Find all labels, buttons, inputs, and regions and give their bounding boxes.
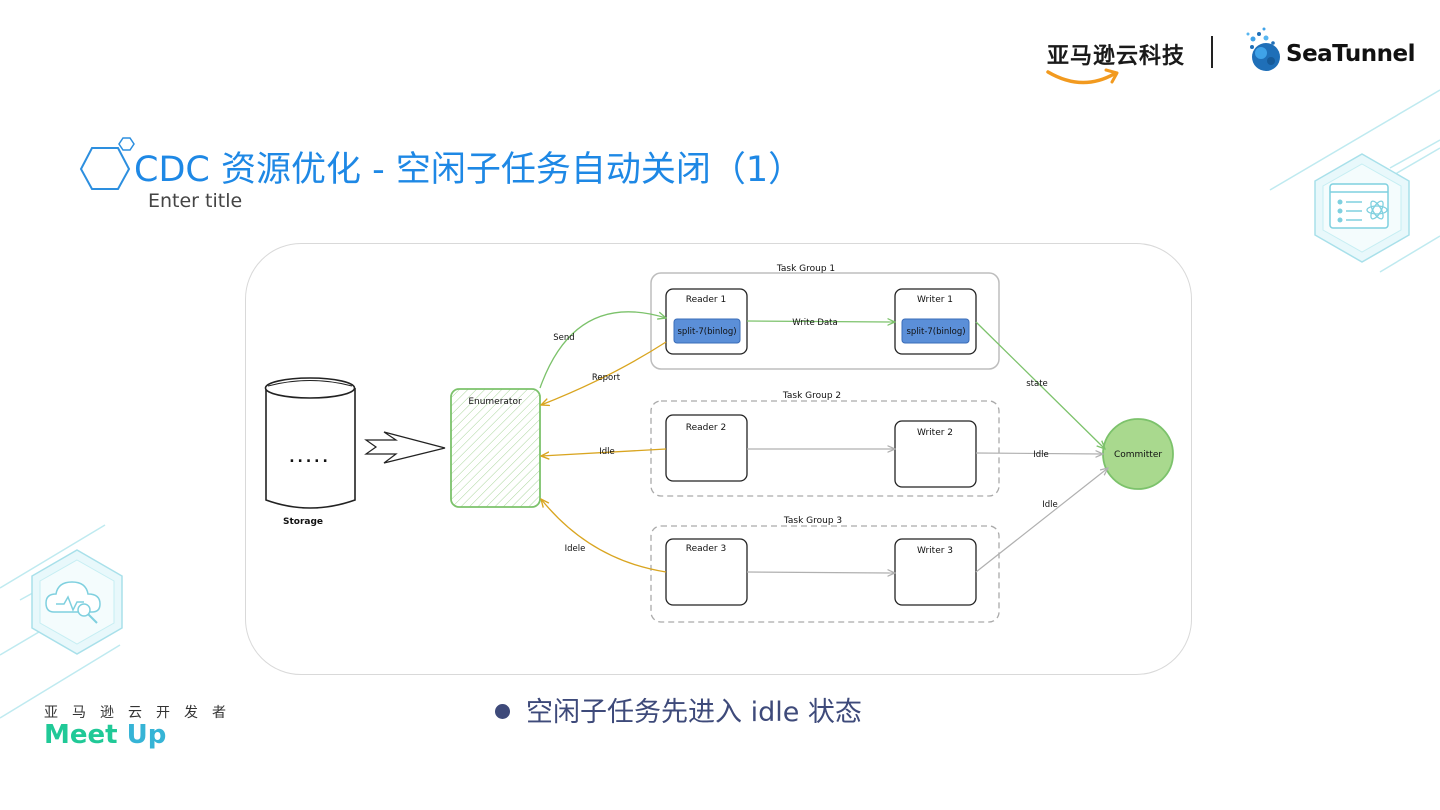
task-group-2-label: Task Group 2 [782, 391, 841, 401]
report-edge [541, 341, 667, 405]
reader-3-label: Reader 3 [686, 544, 726, 554]
writer-3-idle-edge [975, 468, 1108, 573]
reader-2-node [665, 414, 748, 482]
meetup-word-1: Meet [44, 720, 118, 750]
hexagon-icon [79, 137, 135, 190]
reader-1-label: Reader 1 [686, 295, 726, 305]
page-subtitle: Enter title [148, 190, 243, 212]
page-title: CDC 资源优化 - 空闲子任务自动关闭（1） [134, 150, 804, 190]
data-flow-arrow [364, 431, 446, 464]
writer-2-node [894, 420, 977, 488]
committer-label: Committer [1114, 450, 1162, 460]
send-edge [539, 311, 666, 389]
state-edge-label: state [1026, 379, 1048, 389]
reader-2-idle-label: Idle [599, 447, 615, 457]
storage-dots: ..... [289, 450, 331, 466]
storage-label: Storage [283, 517, 323, 527]
seatunnel-icon [1246, 27, 1280, 71]
task-group-1-label: Task Group 1 [776, 264, 835, 274]
reader-2-label: Reader 2 [686, 423, 726, 433]
cloud-monitor-icon [31, 549, 123, 655]
meetup-word-2: Up [126, 720, 167, 750]
reader-3-idle-edge [541, 499, 667, 573]
writer-2-idle-edge [975, 453, 1103, 454]
writer-1-split [901, 318, 970, 344]
reader-1-split [673, 318, 741, 344]
aws-brand-logo: 亚马逊云科技 [1047, 44, 1186, 69]
storage-cylinder [264, 377, 356, 509]
reader-3-writer-3-edge [746, 572, 895, 573]
meetup-logo: Meet Up [44, 720, 166, 750]
state-edge [975, 321, 1105, 449]
task-group-3-label: Task Group 3 [783, 516, 842, 526]
send-edge-label: Send [553, 333, 574, 343]
report-edge-label: Report [592, 373, 621, 383]
enumerator-label: Enumerator [468, 397, 522, 407]
developer-label: 亚马逊云开发者 [44, 705, 240, 721]
write-data-edge-label: Write Data [792, 318, 837, 328]
writer-3-label: Writer 3 [917, 546, 953, 556]
seatunnel-brand-logo: SeaTunnel [1286, 41, 1415, 67]
reader-1-split-label: split-7(binlog) [677, 327, 736, 337]
writer-1-split-label: split-7(binlog) [906, 327, 965, 337]
bullet-text: 空闲子任务先进入 idle 状态 [526, 697, 862, 728]
writer-3-idle-label: Idle [1042, 500, 1058, 510]
enumerator-node [450, 388, 541, 508]
writer-2-idle-label: Idle [1033, 450, 1049, 460]
reader-3-idle-label: Idele [565, 544, 586, 554]
logo-divider [1211, 36, 1213, 68]
app-window-icon [1314, 153, 1410, 263]
amazon-smile-icon [1046, 68, 1119, 85]
bullet-dot [495, 704, 510, 719]
writer-2-label: Writer 2 [917, 428, 953, 438]
write-data-edge [746, 321, 895, 322]
reader-2-idle-edge [541, 448, 667, 456]
writer-1-label: Writer 1 [917, 295, 953, 305]
